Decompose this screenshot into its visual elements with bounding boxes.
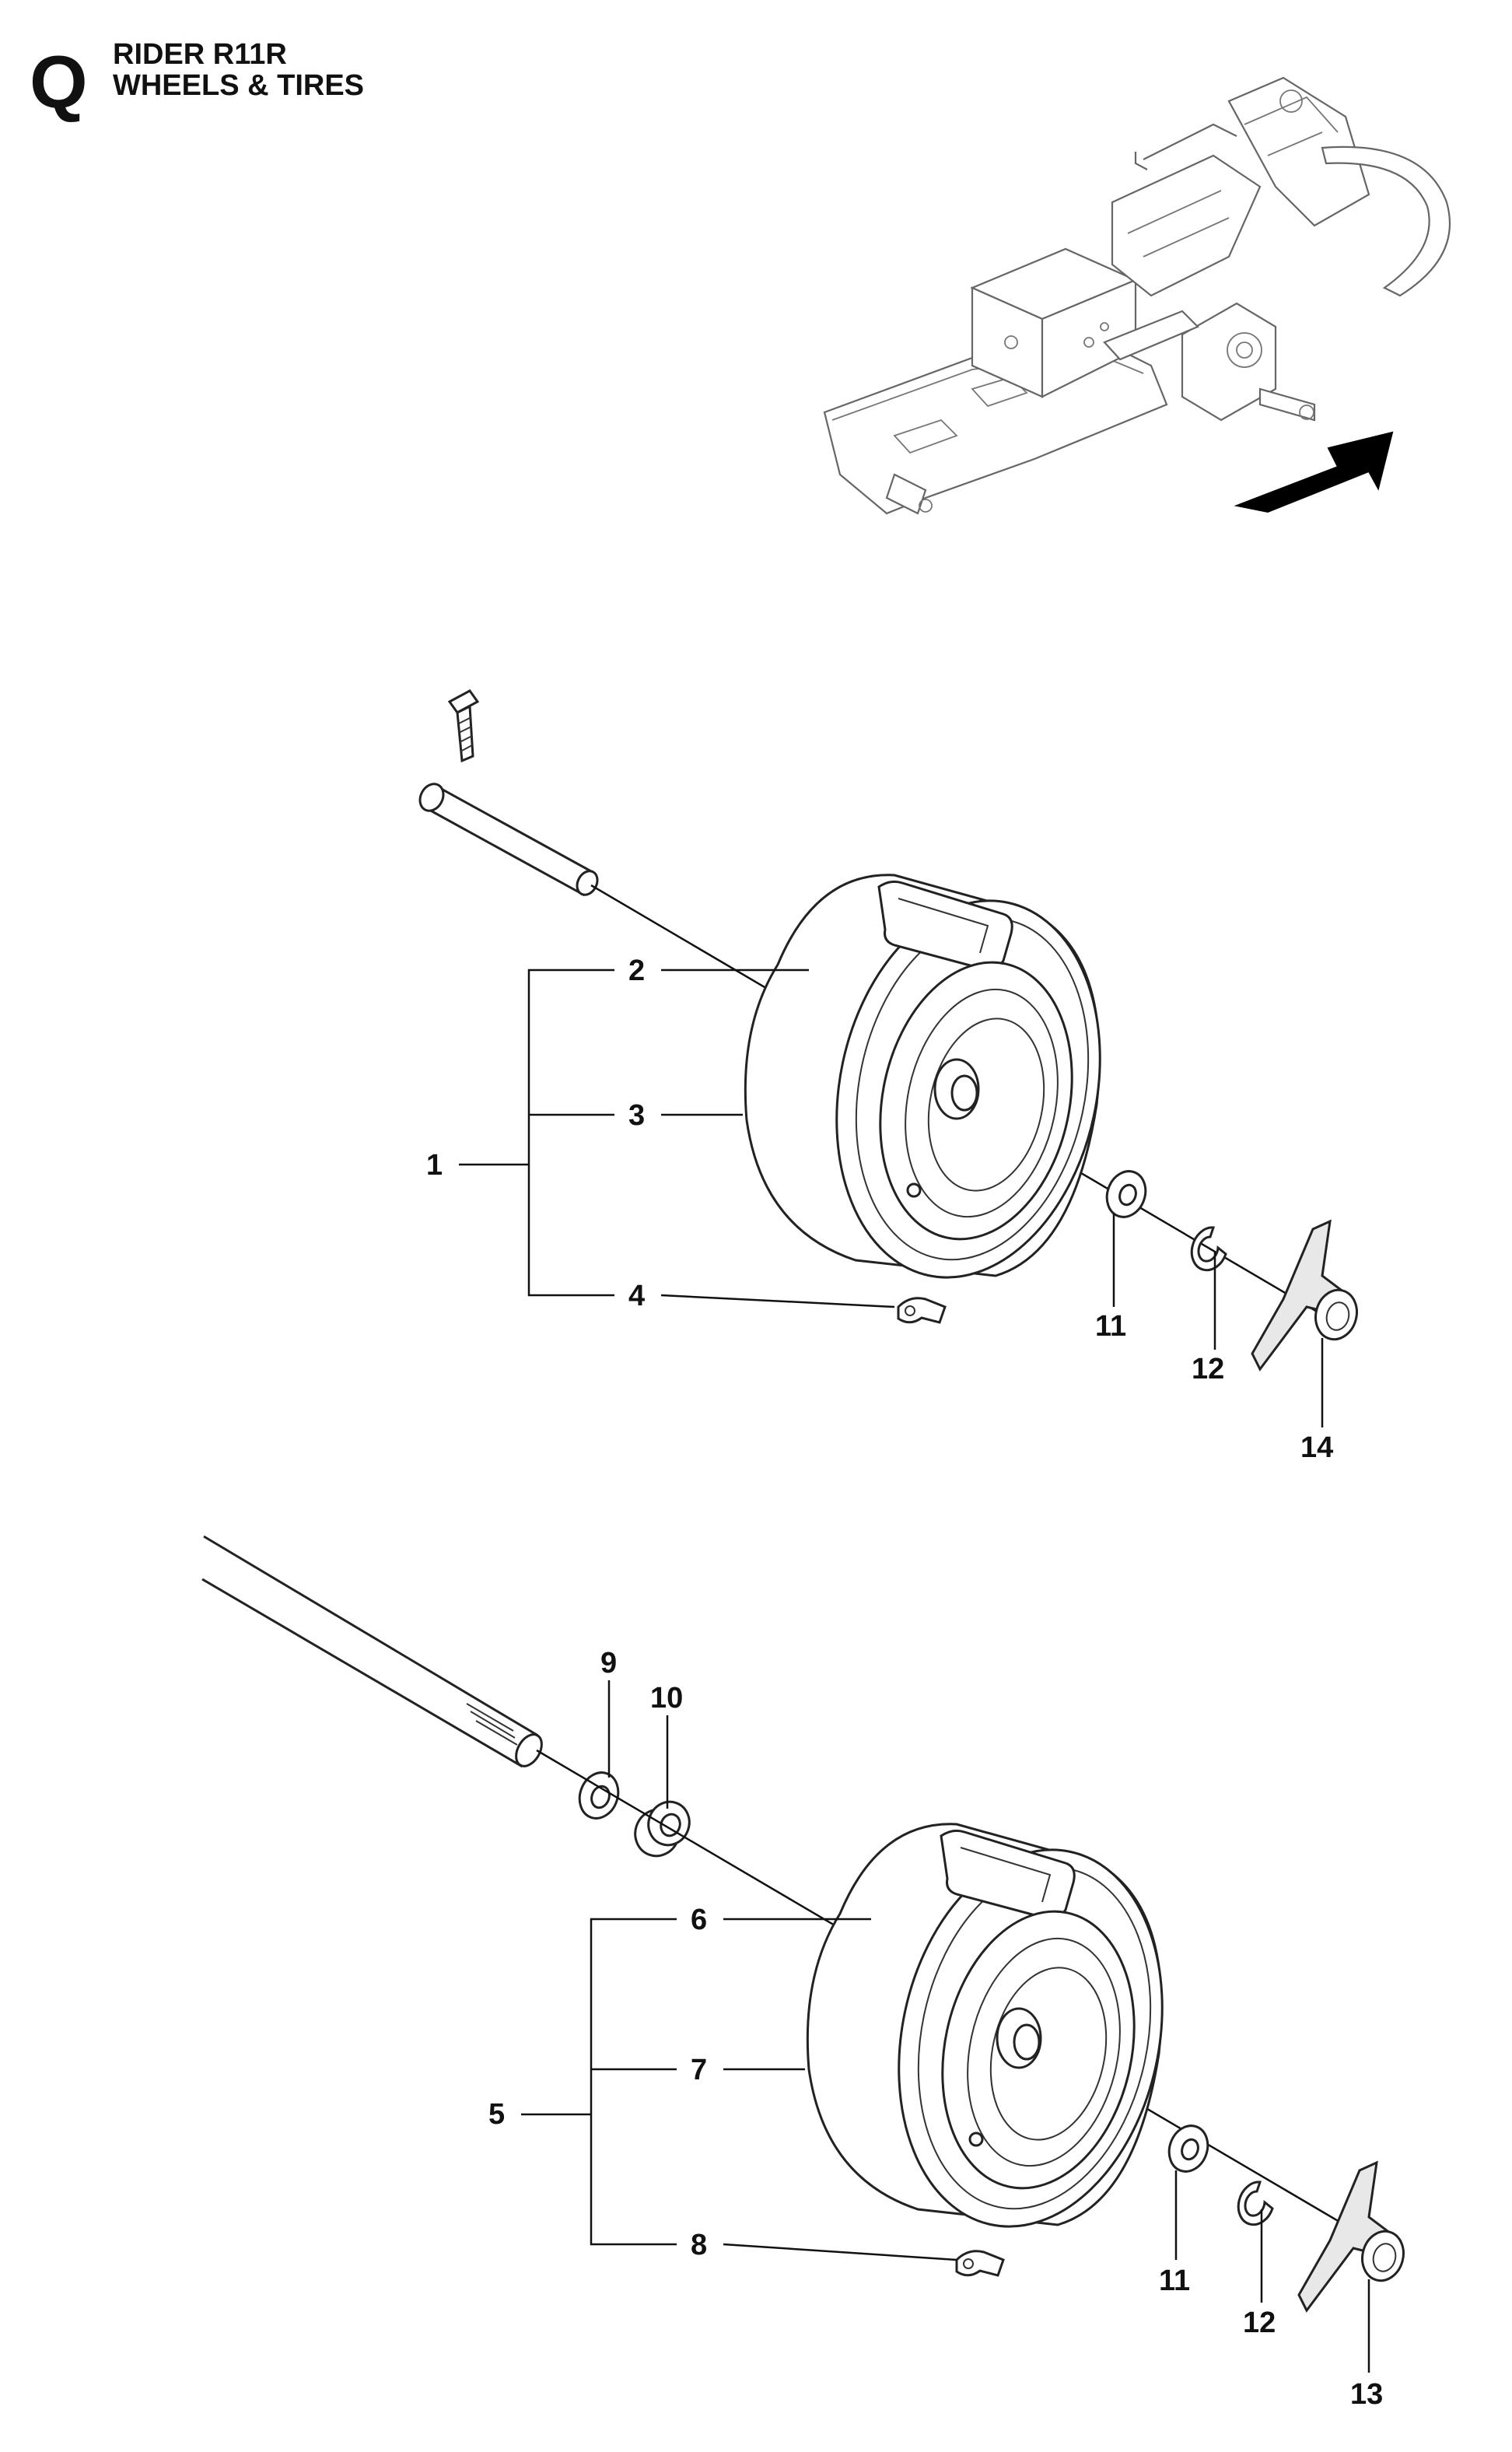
rim-icon bbox=[941, 1910, 1136, 2190]
bolt-icon bbox=[447, 689, 480, 763]
callout-7: 7 bbox=[691, 2054, 707, 2086]
callout-12-upper: 12 bbox=[1192, 1353, 1224, 1385]
callout-2: 2 bbox=[628, 955, 645, 987]
chassis-front-axle-bracket bbox=[1181, 302, 1277, 422]
callout-11-lower: 11 bbox=[1159, 2265, 1190, 2297]
callout-9: 9 bbox=[600, 1647, 617, 1680]
callout-11-upper: 11 bbox=[1095, 1310, 1126, 1343]
chassis-upper-frame bbox=[1227, 76, 1370, 227]
bushing-icon bbox=[634, 1800, 691, 1858]
callout-3: 3 bbox=[628, 1099, 645, 1132]
front-axle-icon bbox=[201, 1535, 543, 1768]
chassis-overview bbox=[823, 76, 1451, 515]
hub-cap-icon bbox=[1251, 1219, 1358, 1371]
valve-stem-icon bbox=[955, 2250, 1005, 2277]
callout-10: 10 bbox=[650, 1682, 683, 1715]
section-letter: Q bbox=[30, 40, 88, 124]
e-clip-icon bbox=[1237, 2181, 1274, 2226]
callouts-lower: 5 6 7 8 9 10 11 12 13 bbox=[488, 1647, 1383, 2411]
header: Q RIDER R11R WHEELS & TIRES bbox=[30, 38, 364, 124]
rim-icon bbox=[879, 961, 1073, 1241]
thrust-washer-icon bbox=[578, 1771, 620, 1820]
washer-icon bbox=[1167, 2124, 1209, 2173]
callout-1: 1 bbox=[426, 1149, 443, 1182]
locator-arrow-icon bbox=[1234, 431, 1394, 513]
callouts-upper: 1 2 3 4 11 12 14 bbox=[426, 955, 1333, 1464]
hub-cap-icon bbox=[1297, 2160, 1405, 2313]
callout-13: 13 bbox=[1350, 2378, 1383, 2411]
page-title-section: WHEELS & TIRES bbox=[113, 69, 364, 102]
callout-6: 6 bbox=[691, 1904, 707, 1936]
e-clip-icon bbox=[1190, 1226, 1227, 1272]
valve-stem-icon bbox=[897, 1297, 947, 1324]
washer-icon bbox=[1105, 1170, 1147, 1218]
wheel-assembly-lower bbox=[201, 1535, 1405, 2313]
chassis-front-bumper bbox=[1321, 145, 1451, 297]
callout-12-lower: 12 bbox=[1243, 2307, 1276, 2339]
wheel-assembly-upper bbox=[418, 689, 1358, 1371]
callout-5: 5 bbox=[488, 2098, 505, 2131]
axle-pin-icon bbox=[418, 783, 599, 897]
page-title-model: RIDER R11R bbox=[113, 38, 287, 71]
callout-4: 4 bbox=[628, 1280, 645, 1312]
chassis-frame-rails bbox=[1111, 154, 1262, 297]
callout-8: 8 bbox=[691, 2229, 707, 2261]
callout-14: 14 bbox=[1300, 1431, 1333, 1464]
chassis-rear-handle bbox=[1143, 123, 1237, 160]
